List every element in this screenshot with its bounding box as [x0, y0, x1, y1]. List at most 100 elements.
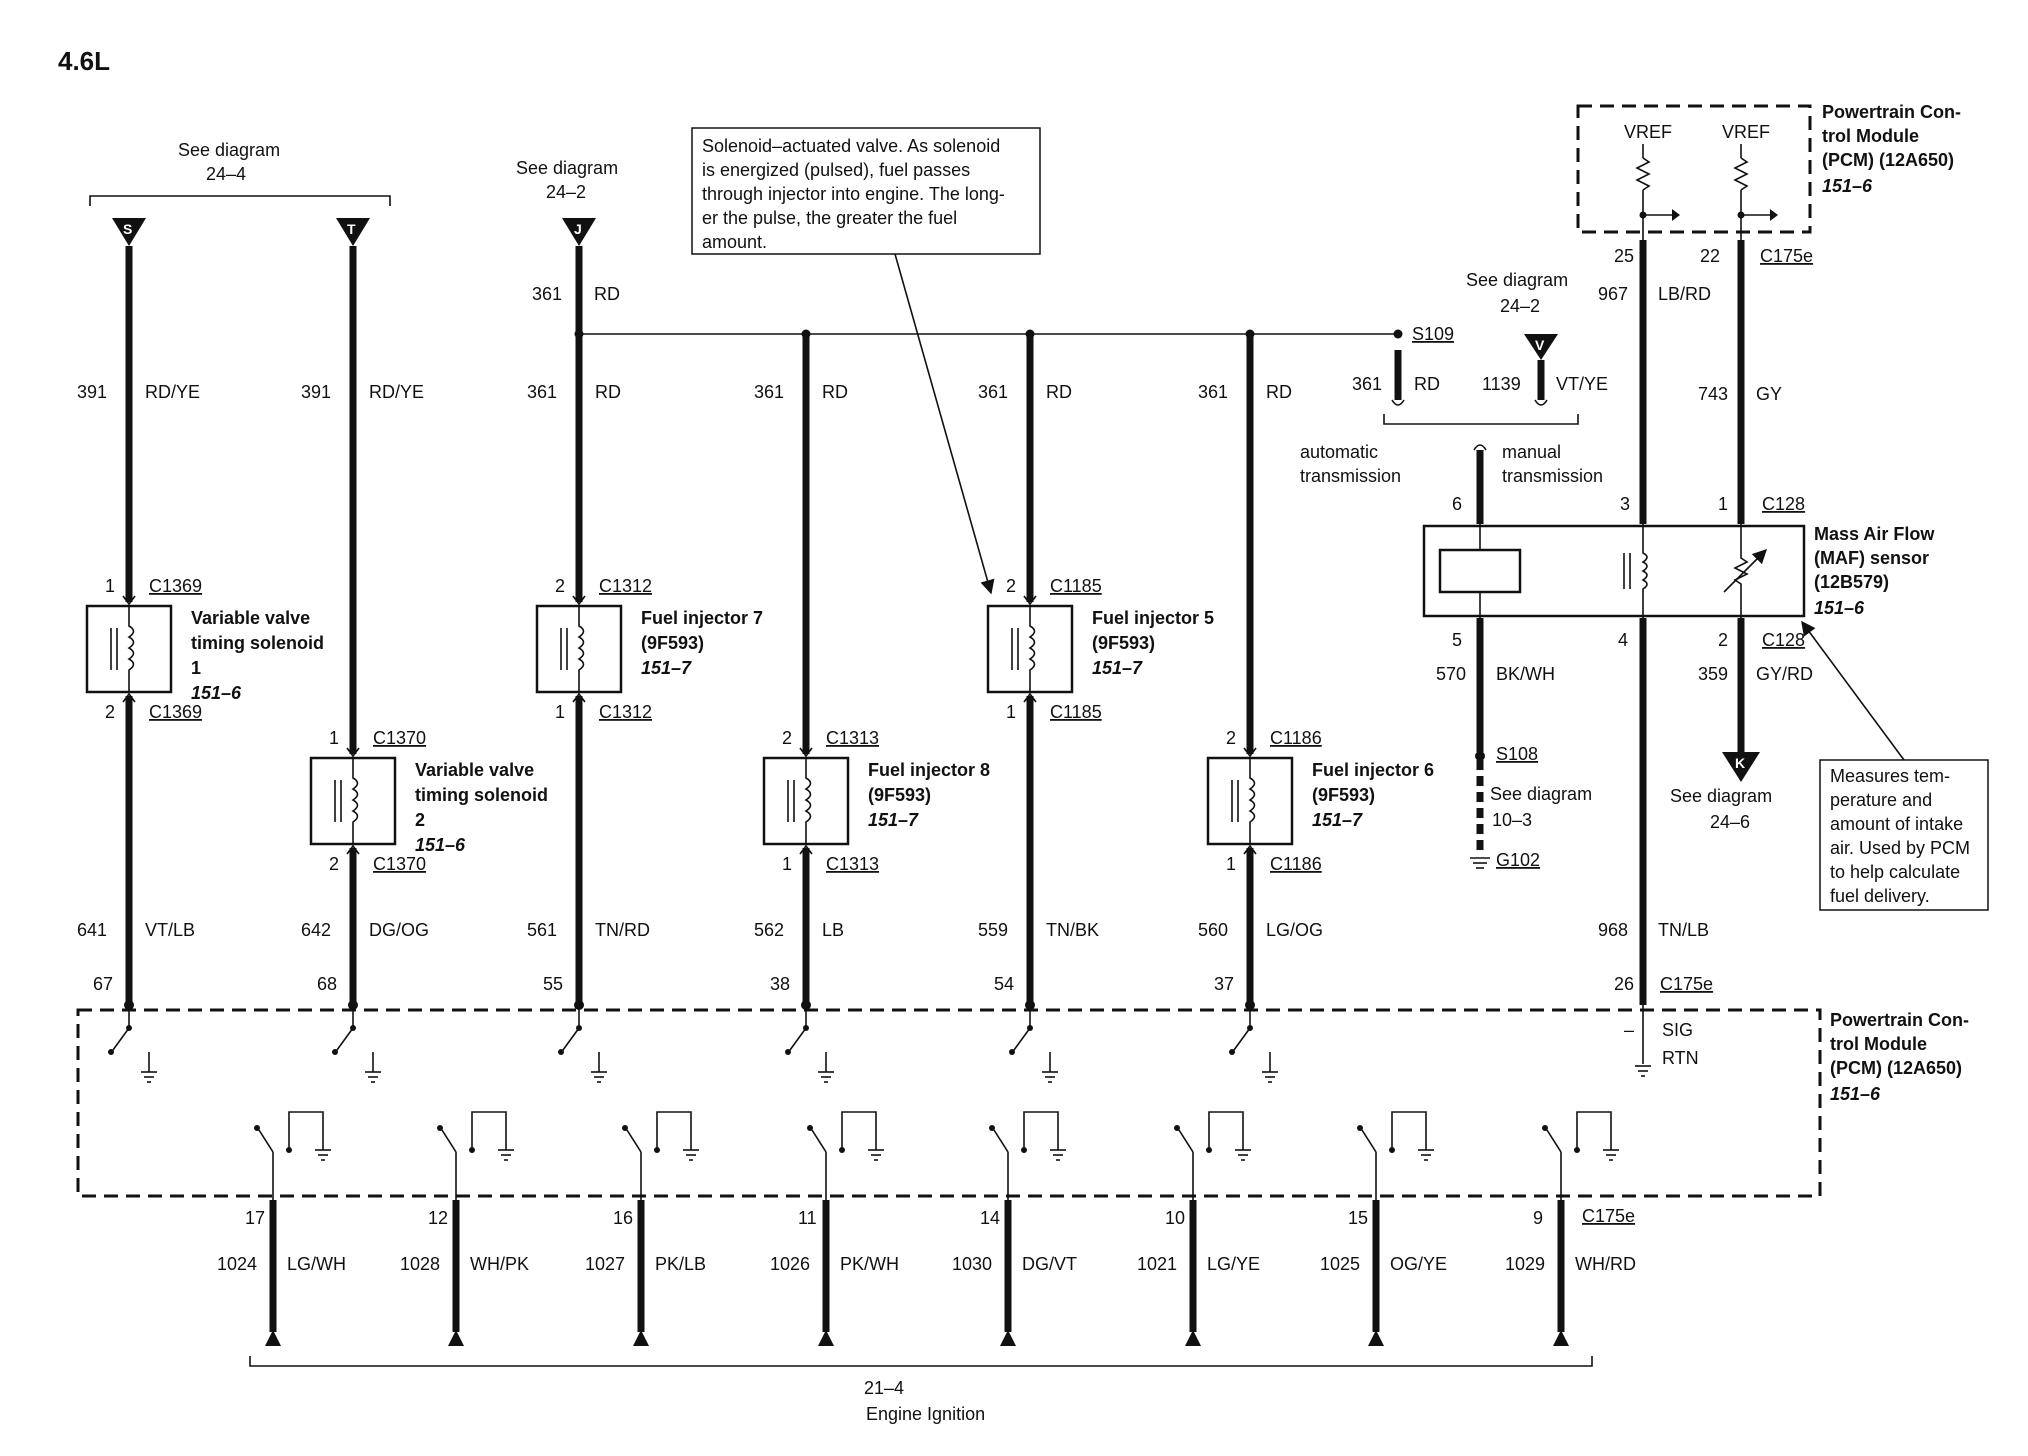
coil-icon — [127, 606, 135, 692]
splice-s108: S108 — [1496, 744, 1538, 764]
pcm-pin: 68 — [317, 974, 337, 994]
connector-id: C1185 — [1050, 702, 1102, 722]
pin-number: 2 — [555, 576, 565, 596]
svg-text:Powertrain Con-: Powertrain Con- — [1830, 1010, 1969, 1030]
see-diagram-label: See diagram — [1466, 270, 1568, 290]
wire-color: BK/WH — [1496, 664, 1555, 684]
pin-number: 2 — [105, 702, 115, 722]
wire-color: TN/BK — [1046, 920, 1099, 940]
wire-circuit: 641 — [77, 920, 107, 940]
maf-pin-6: 6 — [1452, 494, 1462, 514]
ignition-wire-3: 16 1027 PK/LB — [585, 1111, 706, 1346]
ref-21-4: 21–4 — [864, 1378, 904, 1398]
svg-text:J: J — [574, 221, 582, 237]
wire-color: RD/YE — [369, 382, 424, 402]
svg-text:amount.: amount. — [702, 232, 767, 252]
pcm-pin: 16 — [613, 1208, 633, 1228]
wire-circuit: 361 — [1352, 374, 1382, 394]
maf-coil-icon — [1623, 524, 1648, 618]
wire-circuit: 391 — [301, 382, 331, 402]
component-name: 2 — [415, 810, 425, 830]
note-maf-pointer — [1801, 620, 1905, 761]
maf-pin-2: 2 — [1718, 630, 1728, 650]
wire-circuit: 559 — [978, 920, 1008, 940]
svg-text:Solenoid–actuated valve. As so: Solenoid–actuated valve. As solenoid — [702, 136, 1000, 156]
wire-color: RD — [1266, 382, 1292, 402]
wire-color: RD — [594, 284, 620, 304]
svg-text:amount of intake: amount of intake — [1830, 814, 1963, 834]
wire-circuit: 361 — [1198, 382, 1228, 402]
svg-text:Powertrain Con-: Powertrain Con- — [1822, 102, 1961, 122]
svg-text:perature and: perature and — [1830, 790, 1932, 810]
pcm-pin: 9 — [1533, 1208, 1543, 1228]
pin-number: 2 — [782, 728, 792, 748]
see-diagram-label: See diagram — [1490, 784, 1592, 804]
connector-ref-s: S — [112, 218, 146, 246]
connector-id: C1313 — [826, 728, 879, 748]
pcm-pin: 38 — [770, 974, 790, 994]
coil-icon — [1248, 758, 1256, 844]
connector-ref-v: V — [1524, 334, 1558, 360]
pcm-pin: 10 — [1165, 1208, 1185, 1228]
component-name: 151–7 — [868, 810, 919, 830]
wire-color: LG/OG — [1266, 920, 1323, 940]
wire-color: RD — [822, 382, 848, 402]
wire-color: GY/RD — [1756, 664, 1813, 684]
component-name: Fuel injector 8 — [868, 760, 990, 780]
wire-color: OG/YE — [1390, 1254, 1447, 1274]
svg-text:151–6: 151–6 — [1814, 598, 1865, 618]
ref-24-6: 24–6 — [1710, 812, 1750, 832]
minus-sign: – — [1624, 1020, 1634, 1040]
wire-circuit: 361 — [978, 382, 1008, 402]
wire-color: PK/WH — [840, 1254, 899, 1274]
connector-c175e: C175e — [1660, 974, 1713, 994]
connector-c175e: C175e — [1760, 246, 1813, 266]
coil-icon — [804, 758, 812, 844]
ref-24-4: 24–4 — [206, 164, 246, 184]
coil-icon — [1028, 606, 1036, 692]
pcm-driver-switch — [558, 1005, 607, 1083]
wire-circuit: 391 — [77, 382, 107, 402]
component-name: timing solenoid — [191, 633, 324, 653]
wire-color: LG/WH — [287, 1254, 346, 1274]
pcm-driver-switch — [785, 1005, 834, 1083]
connector-ref-j: J — [562, 218, 596, 246]
wire-circuit: 1027 — [585, 1254, 625, 1274]
svg-text:K: K — [1735, 755, 1745, 771]
pcm-pin-25: 25 — [1614, 246, 1634, 266]
wire-color: WH/PK — [470, 1254, 529, 1274]
coil-icon — [577, 606, 585, 692]
pin-number: 1 — [329, 728, 339, 748]
maf-thermistor-icon — [1723, 524, 1768, 618]
rtn-label: RTN — [1662, 1048, 1699, 1068]
wire-color: PK/LB — [655, 1254, 706, 1274]
connector-id: C1369 — [149, 702, 202, 722]
pcm-pin-26: 26 — [1614, 974, 1634, 994]
pcm-pin: 17 — [245, 1208, 265, 1228]
connector-id: C1186 — [1270, 728, 1322, 748]
see-diagram-label: See diagram — [1670, 786, 1772, 806]
note-injector-text: Solenoid–actuated valve. As solenoid is … — [702, 136, 1005, 252]
ref-24-2: 24–2 — [546, 182, 586, 202]
pin-number: 1 — [105, 576, 115, 596]
pcm-pin: 12 — [428, 1208, 448, 1228]
ref-24-2b: 24–2 — [1500, 296, 1540, 316]
component-name: Variable valve — [191, 608, 310, 628]
pcm-driver-switch — [332, 1005, 381, 1083]
vref-resistor-1 — [1635, 144, 1680, 240]
component-name: Fuel injector 6 — [1312, 760, 1434, 780]
wire-circuit: 1021 — [1137, 1254, 1177, 1274]
wire-color: RD — [595, 382, 621, 402]
pin-number: 2 — [1006, 576, 1016, 596]
svg-text:151–6: 151–6 — [1830, 1084, 1881, 1104]
wire-color: RD — [1046, 382, 1072, 402]
splice-s109: S109 — [1412, 324, 1454, 344]
wire-color: DG/OG — [369, 920, 429, 940]
svg-text:Mass Air Flow: Mass Air Flow — [1814, 524, 1935, 544]
wire-circuit: 560 — [1198, 920, 1228, 940]
